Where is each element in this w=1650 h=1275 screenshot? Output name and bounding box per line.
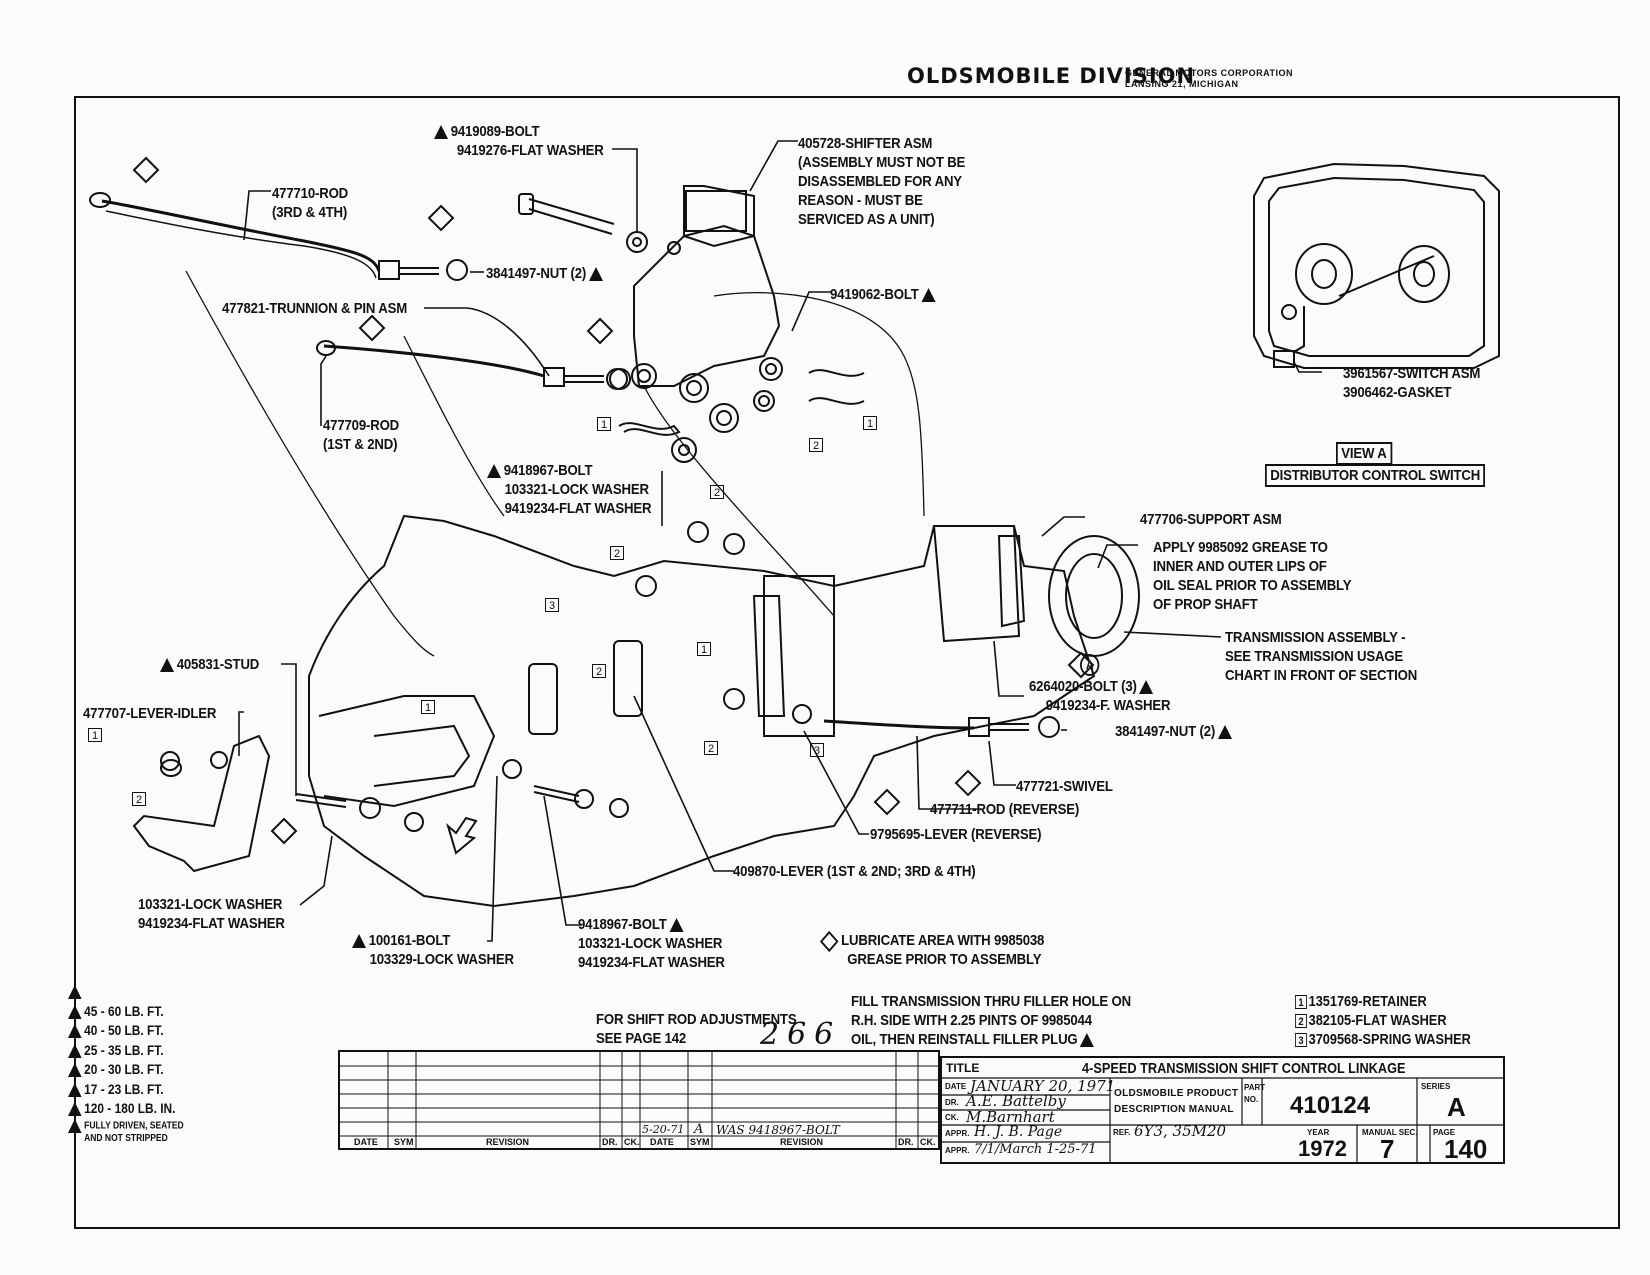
- marker-2-e: 2: [132, 790, 148, 808]
- dr-value: A.E. Battelby: [966, 1092, 1066, 1110]
- col-date-left: DATE: [354, 1137, 378, 1147]
- col-sym-left: SYM: [394, 1137, 414, 1147]
- corp-line-2: LANSING 21, MICHIGAN: [1125, 79, 1239, 89]
- marker-1-e: 1: [88, 726, 104, 744]
- callout-grease: APPLY 9985092 GREASE TO INNER AND OUTER …: [1153, 539, 1352, 613]
- corp-block: GENERAL MOTORS CORPORATION LANSING 21, M…: [1125, 68, 1293, 90]
- appr-value-2: 7/1/March 1-25-71: [974, 1142, 1097, 1157]
- callout-fill: FILL TRANSMISSION THRU FILLER HOLE ON R.…: [851, 993, 1131, 1048]
- ref-value: 6Y3, 35M20: [1134, 1122, 1227, 1140]
- revision-sym: A: [694, 1122, 704, 1137]
- callout-support-asm: 477706-SUPPORT ASM: [1140, 511, 1282, 528]
- col-dr-left: DR.: [602, 1137, 618, 1147]
- callout-lever-reverse: 9795695-LEVER (REVERSE): [870, 826, 1042, 843]
- section-value: 7: [1380, 1134, 1395, 1164]
- callout-bolt-9419089: 9419089-BOLT 9419276-FLAT WASHER: [434, 122, 604, 160]
- part-number: 410124: [1290, 1092, 1371, 1119]
- callout-nut-top: 3841497-NUT (2): [486, 264, 605, 283]
- page-label: PAGE: [1433, 1128, 1456, 1137]
- callout-switch-asm: 3961567-SWITCH ASM 3906462-GASKET: [1343, 365, 1481, 401]
- marker-2-f: 2: [704, 739, 720, 757]
- callout-lubricate: LUBRICATE AREA WITH 9985038 GREASE PRIOR…: [819, 930, 1044, 969]
- series-value: A: [1447, 1092, 1466, 1122]
- year-value: 1972: [1298, 1136, 1347, 1161]
- appr-label-1: APPR.: [945, 1129, 970, 1138]
- linkage-diagram: [89, 140, 1500, 942]
- series-label: SERIES: [1421, 1082, 1451, 1091]
- year-label: YEAR: [1307, 1128, 1330, 1137]
- distributor-label: DISTRIBUTOR CONTROL SWITCH: [1265, 464, 1486, 487]
- col-revision-right: REVISION: [780, 1137, 824, 1147]
- col-revision-left: REVISION: [486, 1137, 530, 1147]
- col-dr-right: DR.: [898, 1137, 914, 1147]
- drawing-title: 4-SPEED TRANSMISSION SHIFT CONTROL LINKA…: [1082, 1060, 1406, 1077]
- col-ck-left: CK.: [624, 1137, 640, 1147]
- marker-2-d: 2: [592, 662, 608, 680]
- torque-legend: 45 - 60 LB. FT. 40 - 50 LB. FT. 25 - 35 …: [68, 982, 184, 1145]
- dr-label: DR.: [945, 1098, 959, 1107]
- handwritten-number: 266: [760, 1017, 842, 1052]
- callout-rod-477710: 477710-ROD (3RD & 4TH): [272, 185, 349, 221]
- manual-line-2: DESCRIPTION MANUAL: [1114, 1104, 1234, 1115]
- revision-text: WAS 9418967-BOLT: [716, 1123, 840, 1137]
- marker-2-b: 2: [710, 483, 726, 501]
- drawing-frame: [74, 96, 1620, 1229]
- marker-1-a: 1: [597, 415, 613, 433]
- callout-lever-409870: 409870-LEVER (1ST & 2ND; 3RD & 4TH): [733, 863, 976, 880]
- callout-stud: 405831-STUD: [160, 655, 259, 674]
- col-date-right: DATE: [650, 1137, 674, 1147]
- revision-date: 5-20-71: [642, 1123, 685, 1136]
- marker-1-d: 1: [421, 698, 437, 716]
- marker-3-a: 3: [545, 596, 561, 614]
- callout-bolt-9419062: 9419062-BOLT: [830, 285, 938, 304]
- ck-value: M.Barnhart: [966, 1108, 1055, 1126]
- col-sym-right: SYM: [690, 1137, 710, 1147]
- callout-rod-reverse: 477711-ROD (REVERSE): [930, 801, 1080, 818]
- ck-label: CK.: [945, 1113, 959, 1122]
- marker-3-b: 3: [810, 741, 826, 759]
- callout-bolt-9418967-bottom: 9418967-BOLT 103321-LOCK WASHER 9419234-…: [578, 916, 725, 971]
- view-a-label: VIEW A: [1336, 442, 1392, 465]
- callout-lever-idler: 477707-LEVER-IDLER: [83, 705, 217, 722]
- division-title: OLDSMOBILE DIVISION: [907, 64, 1196, 88]
- callout-swivel: 477721-SWIVEL: [1016, 778, 1113, 795]
- callout-shift-rod: FOR SHIFT ROD ADJUSTMENTS SEE PAGE 142: [596, 1011, 797, 1047]
- callout-bolt-6264020: 6264020-BOLT (3) 9419234-F. WASHER: [1029, 678, 1171, 714]
- section-label: MANUAL SEC.: [1362, 1128, 1418, 1137]
- revision-block: DATE SYM REVISION DR. CK. DATE SYM REVIS…: [338, 1050, 940, 1150]
- title-label: TITLE: [946, 1061, 980, 1075]
- callout-trunnion: 477821-TRUNNION & PIN ASM: [222, 300, 408, 317]
- page-value: 140: [1444, 1134, 1488, 1164]
- title-block: TITLE 4-SPEED TRANSMISSION SHIFT CONTROL…: [940, 1056, 1505, 1164]
- marker-1-c: 1: [697, 640, 713, 658]
- callout-bolt-9418967-top: 9418967-BOLT 103321-LOCK WASHER 9419234-…: [487, 461, 652, 518]
- callout-view-letter: A: [1080, 654, 1100, 676]
- marker-1-b: 1: [863, 414, 879, 432]
- col-ck-right: CK.: [920, 1137, 936, 1147]
- callout-nut-right: 3841497-NUT (2): [1115, 722, 1234, 741]
- callout-shifter-asm: 405728-SHIFTER ASM (ASSEMBLY MUST NOT BE…: [798, 135, 966, 228]
- callout-rod-477709: 477709-ROD (1ST & 2ND): [323, 417, 400, 453]
- manual-line-1: OLDSMOBILE PRODUCT: [1114, 1088, 1239, 1099]
- part-label: PART NO.: [1244, 1083, 1266, 1104]
- appr-value-1: H. J. B. Page: [974, 1124, 1063, 1140]
- corp-line-1: GENERAL MOTORS CORPORATION: [1125, 68, 1294, 78]
- callout-transmission: TRANSMISSION ASSEMBLY - SEE TRANSMISSION…: [1225, 629, 1418, 684]
- marker-2-c: 2: [610, 544, 626, 562]
- date-label: DATE: [945, 1082, 967, 1091]
- callout-lock-washer-left: 103321-LOCK WASHER 9419234-FLAT WASHER: [138, 896, 285, 932]
- callout-bolt-100161: 100161-BOLT 103329-LOCK WASHER: [352, 931, 514, 969]
- appr-label-2: APPR.: [945, 1146, 970, 1155]
- marker-2-a: 2: [809, 436, 825, 454]
- ref-label: REF.: [1113, 1128, 1131, 1137]
- date-value: JANUARY 20, 1971: [970, 1077, 1116, 1095]
